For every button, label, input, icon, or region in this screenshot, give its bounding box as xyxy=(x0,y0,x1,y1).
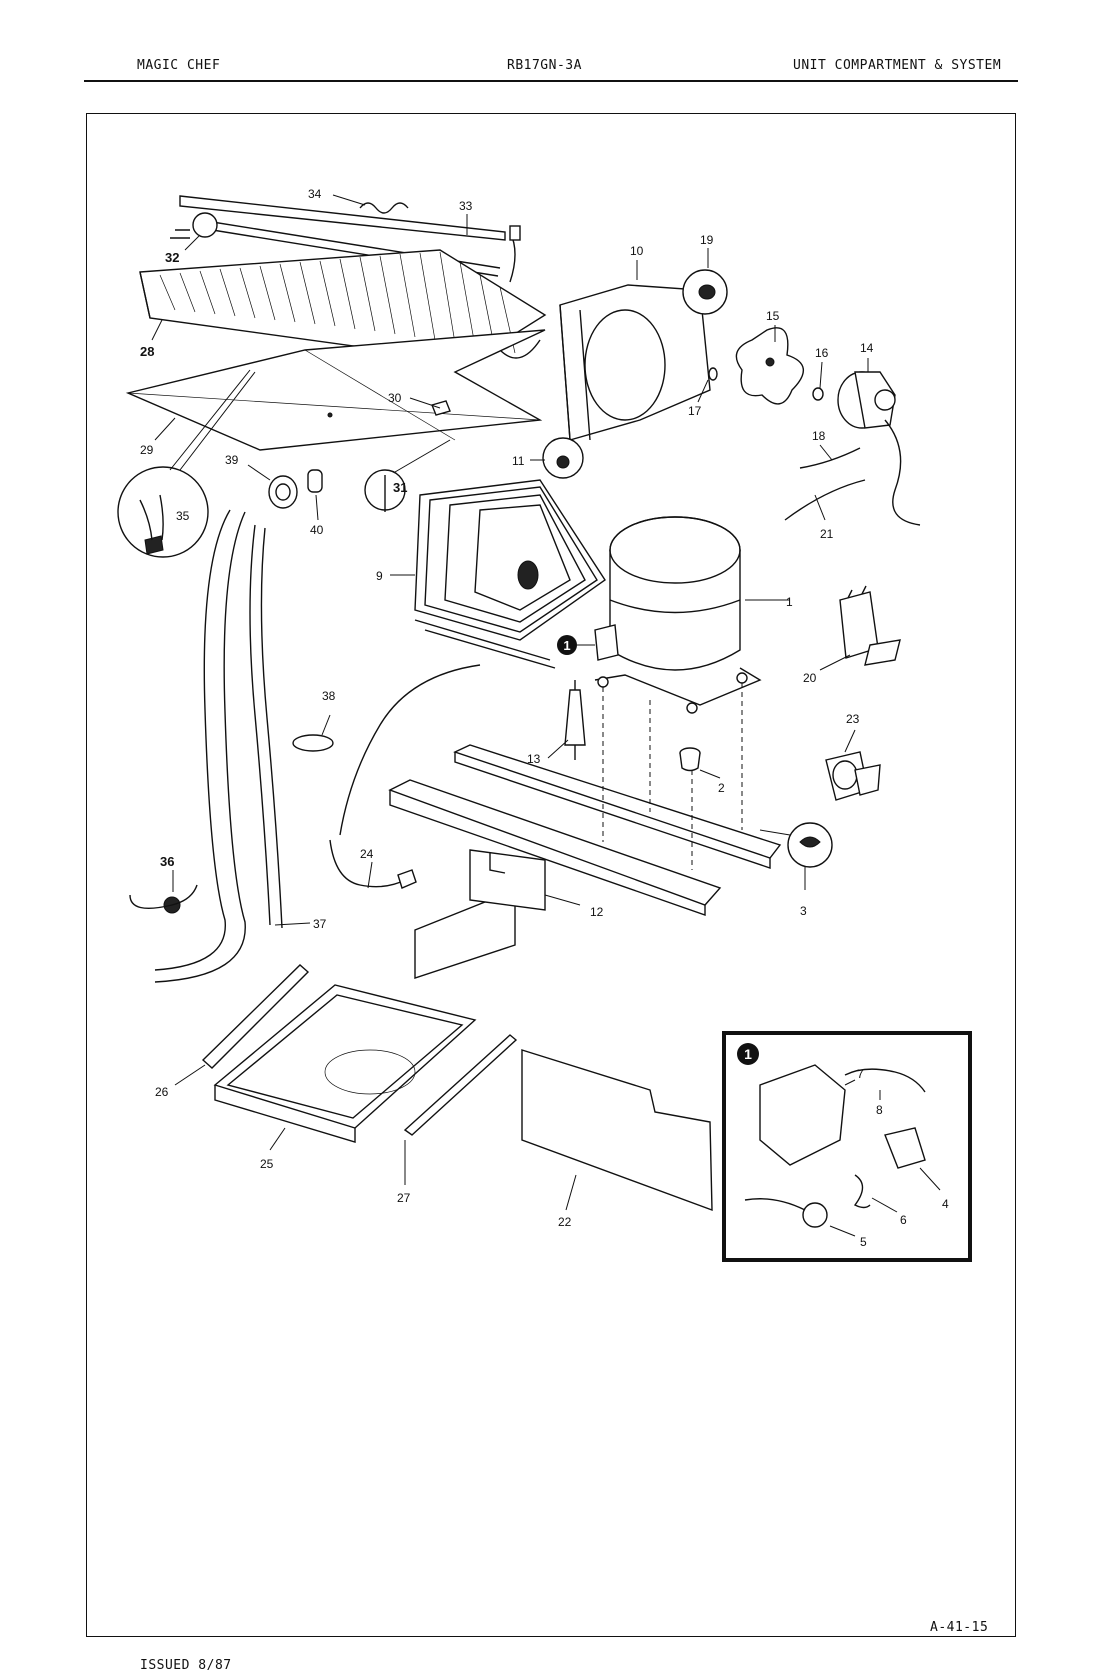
cover-clip xyxy=(844,1068,926,1093)
part-label-3: 3 xyxy=(800,904,807,918)
retaining-clip xyxy=(853,1174,871,1209)
power-cord xyxy=(329,664,481,889)
part-label-14: 14 xyxy=(860,341,874,355)
part-label-21: 21 xyxy=(820,527,834,541)
detail-leader-35 xyxy=(169,369,256,471)
overload-protector xyxy=(802,1202,828,1228)
shroud-grommet xyxy=(542,437,584,479)
header-brand: MAGIC CHEF xyxy=(137,58,221,73)
part-label-4: 4 xyxy=(942,1197,949,1211)
part-label-37: 37 xyxy=(313,917,327,931)
part-label-23: 23 xyxy=(846,712,860,726)
part-label-28: 28 xyxy=(140,344,154,359)
part-label-13: 13 xyxy=(527,752,541,766)
part-label-7: 7 xyxy=(857,1067,864,1081)
compressor-base-rails xyxy=(388,744,782,916)
part-label-19: 19 xyxy=(700,233,714,247)
condenser-fan-motor xyxy=(837,371,921,526)
part-label-38: 38 xyxy=(322,689,336,703)
part-label-33: 33 xyxy=(459,199,473,213)
detail-callout-marker: 1 xyxy=(557,635,595,655)
part-label-5: 5 xyxy=(860,1235,867,1249)
drain-grommet xyxy=(268,475,298,509)
part-label-40: 40 xyxy=(310,523,324,537)
motor-bracket xyxy=(799,447,861,469)
connector-detail xyxy=(117,466,209,558)
relay-cover xyxy=(759,1064,846,1166)
part-label-20: 20 xyxy=(803,671,817,685)
svg-text:1: 1 xyxy=(563,638,570,653)
part-label-35: 35 xyxy=(176,509,190,523)
compressor-electrical-detail: 1 xyxy=(722,1031,972,1262)
part-label-27: 27 xyxy=(397,1191,411,1205)
tube-clamp xyxy=(129,884,198,914)
compressor xyxy=(594,516,762,714)
part-label-18: 18 xyxy=(812,429,826,443)
footer-issued: ISSUED 8/87 xyxy=(140,1658,232,1673)
machine-compartment-bracket xyxy=(414,849,546,979)
part-label-15: 15 xyxy=(766,309,780,323)
part-label-25: 25 xyxy=(260,1157,274,1171)
screw-detail xyxy=(364,439,451,512)
fan-nut xyxy=(812,387,824,401)
part-label-39: 39 xyxy=(225,453,239,467)
part-label-22: 22 xyxy=(558,1215,572,1229)
part-label-1: 1 xyxy=(786,595,793,609)
drain-pan-heater xyxy=(414,479,606,669)
part-label-34: 34 xyxy=(308,187,322,201)
fan-grommet xyxy=(708,367,718,381)
svg-text:1: 1 xyxy=(744,1046,752,1062)
header-section: UNIT COMPARTMENT & SYSTEM xyxy=(793,58,1002,73)
drain-pan xyxy=(213,984,477,1143)
part-label-31: 31 xyxy=(393,480,407,495)
rear-access-panel xyxy=(521,1049,713,1212)
part-label-6: 6 xyxy=(900,1213,907,1227)
tube-plug xyxy=(307,469,323,493)
compressor-grommet xyxy=(679,747,701,772)
part-label-8: 8 xyxy=(876,1103,883,1117)
part-label-30: 30 xyxy=(388,391,402,405)
run-capacitor xyxy=(839,585,901,666)
defrost-timer xyxy=(825,751,881,801)
drain-tube xyxy=(154,509,283,983)
drain-pan-bracket xyxy=(201,964,310,1069)
fan-blade xyxy=(735,327,804,405)
header-rule xyxy=(84,80,1018,82)
part-label-29: 29 xyxy=(140,443,154,457)
part-label-2: 2 xyxy=(718,781,725,795)
exploded-parts-diagram: 1 xyxy=(117,187,972,1262)
fan-bracket-detail xyxy=(682,269,728,315)
leader-lines xyxy=(151,194,941,1237)
cable-tie xyxy=(292,734,334,752)
condenser-cover-panel xyxy=(125,329,546,451)
part-label-9: 9 xyxy=(376,569,383,583)
part-label-10: 10 xyxy=(630,244,644,258)
footer-page-code: A-41-15 xyxy=(930,1620,989,1635)
header-model: RB17GN-3A xyxy=(507,58,582,73)
clip-detail xyxy=(759,822,833,868)
mount-guide-lines xyxy=(602,683,743,870)
part-number-labels: 1 2 3 4 5 6 7 8 9 10 11 12 13 14 15 16 1… xyxy=(140,187,949,1249)
filter-drier xyxy=(564,680,586,760)
part-label-32: 32 xyxy=(165,250,179,265)
part-label-16: 16 xyxy=(815,346,829,360)
support-rod xyxy=(403,1034,518,1136)
start-relay xyxy=(884,1127,926,1169)
part-label-36: 36 xyxy=(160,854,174,869)
part-label-11: 11 xyxy=(512,454,525,468)
fan-shroud xyxy=(559,284,711,441)
fan-motor-wire xyxy=(784,479,866,521)
part-label-24: 24 xyxy=(360,847,374,861)
part-label-17: 17 xyxy=(688,404,702,418)
part-label-26: 26 xyxy=(155,1085,169,1099)
part-label-12: 12 xyxy=(590,905,604,919)
